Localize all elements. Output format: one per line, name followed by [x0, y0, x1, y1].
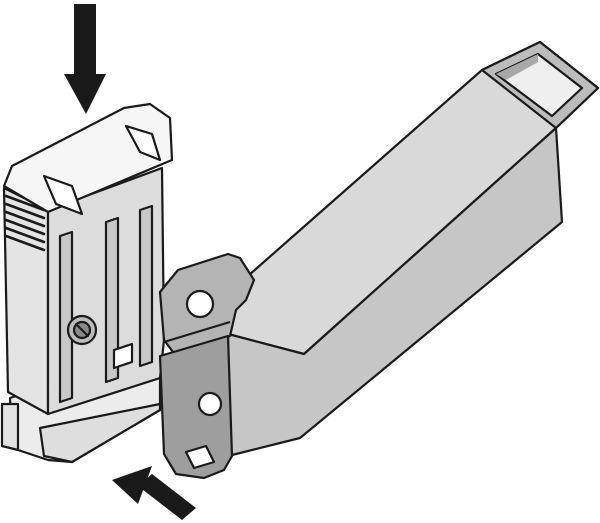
bracket-bottom-slot: [184, 444, 216, 470]
housing-slot-left: [42, 174, 84, 216]
press-arrow-shaft: [74, 4, 96, 78]
bracket-upper-hole: [185, 289, 215, 319]
housing-vent-ribs: [4, 194, 46, 252]
tube-end-inner-shadow: [496, 54, 538, 80]
housing-notch: [112, 342, 134, 370]
housing-rail-left: [58, 230, 74, 404]
press-arrow: [64, 4, 106, 114]
housing-base-front: [38, 402, 162, 464]
housing-foot-tab: [0, 402, 20, 452]
housing-rail-mid: [104, 216, 120, 384]
press-arrow-head: [64, 74, 106, 114]
slide-arrow-head: [112, 466, 152, 504]
bracket-lower-plate: [158, 334, 234, 480]
bracket-lower-hole: [197, 391, 223, 417]
square-tube: [226, 40, 600, 458]
slide-arrow-shaft: [138, 474, 196, 520]
housing-rail-right: [138, 204, 154, 368]
clip-housing: [0, 102, 174, 464]
slide-arrow: [112, 466, 196, 520]
bracket-fold-line: [163, 320, 231, 344]
bracket-plate: [158, 252, 256, 480]
housing-slot-right: [124, 124, 162, 162]
